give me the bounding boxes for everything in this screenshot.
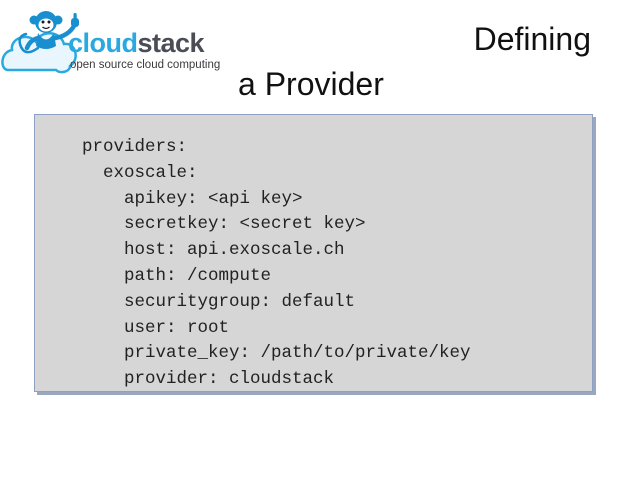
logo-word-cloud: cloud xyxy=(68,28,138,58)
logo-word-stack: stack xyxy=(137,28,205,58)
logo-wordmark: cloudstack xyxy=(68,28,205,58)
cloudstack-logo: cloudstack open source cloud computing xyxy=(0,0,240,90)
code-block: providers: exoscale: apikey: <api key> s… xyxy=(34,114,593,392)
slide-title-line-2: a Provider xyxy=(238,66,384,102)
logo-tagline: open source cloud computing xyxy=(70,59,221,71)
slide-title-line-1: Defining xyxy=(473,21,591,57)
code-line: private_key: /path/to/private/key xyxy=(124,343,471,364)
code-lines: providers: exoscale: apikey: <api key> s… xyxy=(82,135,471,393)
code-line: secretkey: <secret key> xyxy=(124,214,366,235)
code-line: exoscale: xyxy=(103,162,198,183)
code-line: apikey: <api key> xyxy=(124,188,303,209)
code-line: providers: xyxy=(82,137,188,157)
monkey-on-cloud-icon xyxy=(1,11,79,74)
code-line: securitygroup: default xyxy=(124,291,356,312)
code-line: user: root xyxy=(124,317,230,338)
code-line: host: api.exoscale.ch xyxy=(124,240,345,261)
code-line: provider: cloudstack xyxy=(124,369,335,390)
code-line: path: /compute xyxy=(124,265,272,286)
